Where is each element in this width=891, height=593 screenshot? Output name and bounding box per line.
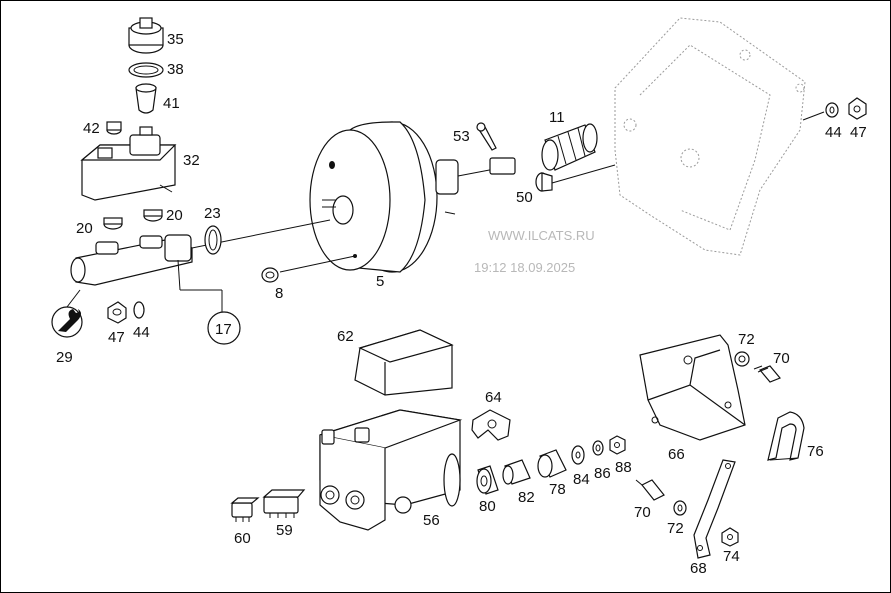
strainer[interactable]: [135, 83, 157, 114]
callout-20-right[interactable]: 20: [166, 207, 183, 224]
callout-70-lower[interactable]: 70: [634, 504, 651, 521]
callout-62[interactable]: 62: [337, 328, 354, 345]
bracket-66[interactable]: [639, 334, 746, 441]
callout-74[interactable]: 74: [723, 548, 740, 565]
callout-72-lower[interactable]: 72: [667, 520, 684, 537]
clevis-pin[interactable]: [535, 164, 616, 192]
watermark-site: WWW.ILCATS.RU: [488, 228, 595, 243]
nut-88[interactable]: [609, 435, 626, 455]
callout-47-left[interactable]: 47: [108, 329, 125, 346]
callout-56[interactable]: 56: [423, 512, 440, 529]
callout-59[interactable]: 59: [276, 522, 293, 539]
plug[interactable]: [106, 121, 122, 135]
fluid-reservoir[interactable]: [80, 126, 177, 201]
rubber-bushing-80[interactable]: [476, 465, 499, 495]
callout-11[interactable]: 11: [549, 109, 565, 126]
washer-84[interactable]: [571, 445, 585, 465]
booster-grommet[interactable]: [261, 255, 356, 283]
reference-circle-17[interactable]: [207, 311, 241, 345]
callout-44-left[interactable]: 44: [133, 324, 150, 341]
callout-80[interactable]: 80: [479, 498, 496, 515]
bushing-78[interactable]: [537, 449, 567, 478]
callout-60[interactable]: 60: [234, 530, 251, 547]
callout-68[interactable]: 68: [690, 560, 707, 577]
hydraulic-unit[interactable]: [319, 409, 463, 531]
grommet-2[interactable]: [143, 209, 163, 222]
callout-70-upper[interactable]: 70: [773, 350, 790, 367]
callout-64[interactable]: 64: [485, 389, 502, 406]
callout-88[interactable]: 88: [615, 459, 632, 476]
mounting-bracket-64[interactable]: [471, 409, 511, 441]
reservoir-cap[interactable]: [128, 17, 164, 54]
callout-78[interactable]: 78: [549, 481, 566, 498]
cotter-pin[interactable]: [476, 122, 497, 151]
callout-47-right[interactable]: 47: [850, 124, 867, 141]
callout-5[interactable]: 5: [376, 273, 384, 290]
callout-42[interactable]: 42: [83, 120, 100, 137]
wrench-icon[interactable]: [51, 289, 83, 338]
watermark-timestamp: 19:12 18.09.2025: [474, 260, 576, 275]
callout-84[interactable]: 84: [573, 471, 590, 488]
support-arm-68[interactable]: [693, 459, 736, 559]
cover-plate[interactable]: [354, 329, 454, 396]
sleeve-82[interactable]: [502, 459, 531, 485]
washer-right[interactable]: [802, 102, 839, 121]
washer[interactable]: [133, 301, 145, 319]
callout-66[interactable]: 66: [668, 446, 685, 463]
callout-29[interactable]: 29: [56, 349, 73, 366]
bolt-70[interactable]: [753, 365, 781, 383]
o-ring[interactable]: [204, 225, 222, 255]
master-cylinder[interactable]: [70, 219, 331, 312]
seal-ring[interactable]: [128, 62, 164, 78]
callout-35[interactable]: 35: [167, 31, 184, 48]
callout-23[interactable]: 23: [204, 205, 221, 222]
callout-20-left[interactable]: 20: [76, 220, 93, 237]
grommet[interactable]: [103, 217, 123, 230]
retaining-clip[interactable]: [767, 411, 805, 461]
callout-38[interactable]: 38: [167, 61, 184, 78]
washer-72-lower[interactable]: [673, 500, 687, 516]
relay-59[interactable]: [262, 489, 306, 518]
washer-72[interactable]: [734, 351, 750, 367]
brake-booster[interactable]: [309, 121, 516, 273]
callout-86[interactable]: 86: [594, 465, 611, 482]
relay-60[interactable]: [230, 497, 260, 522]
callout-82[interactable]: 82: [518, 489, 535, 506]
pedal-bracket-ghost: [614, 17, 806, 256]
callout-53[interactable]: 53: [453, 128, 470, 145]
callout-72-upper[interactable]: 72: [738, 331, 755, 348]
nut[interactable]: [107, 301, 127, 324]
callout-32[interactable]: 32: [183, 152, 200, 169]
callout-44-right[interactable]: 44: [825, 124, 842, 141]
callout-8[interactable]: 8: [275, 285, 283, 302]
callout-41[interactable]: 41: [163, 95, 180, 112]
nut-74[interactable]: [721, 527, 739, 547]
rubber-boot[interactable]: [541, 123, 598, 171]
callout-76[interactable]: 76: [807, 443, 824, 460]
washer-86[interactable]: [592, 440, 604, 456]
callout-50[interactable]: 50: [516, 189, 533, 206]
callout-17[interactable]: 17: [215, 321, 232, 338]
nut-right[interactable]: [848, 97, 867, 120]
bolt-70-lower[interactable]: [635, 479, 665, 501]
